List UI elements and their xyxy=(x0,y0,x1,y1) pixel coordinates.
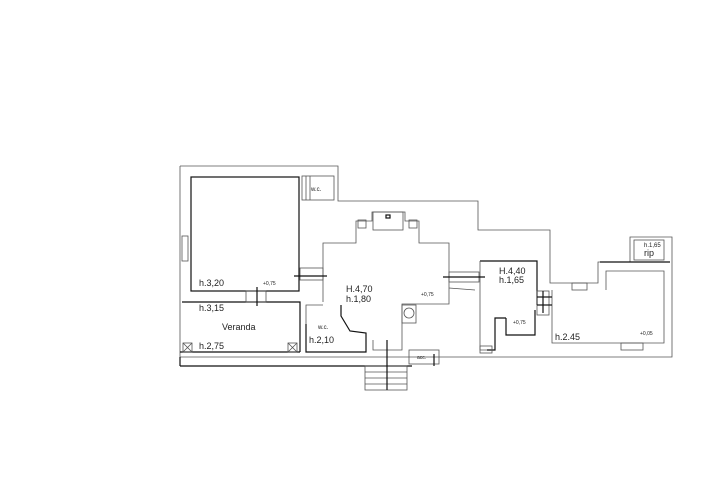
hall-level: +0,75 xyxy=(421,292,434,298)
storage-height: h.1,65 xyxy=(644,243,661,249)
room-mid-level: +0,75 xyxy=(513,320,526,326)
veranda-top-height: h.3,15 xyxy=(199,303,224,313)
labels: w.c. h.3,20 +0,75 h.3,15 Veranda h.2,75 … xyxy=(199,187,661,361)
wc-top-label: w.c. xyxy=(310,187,322,193)
wc-bottom-label: w.c. xyxy=(317,325,329,331)
storage-name: rip xyxy=(644,248,654,258)
room-mid-height-max: H.4,40 xyxy=(499,266,526,276)
entrance-label: acc. xyxy=(417,355,426,361)
walls xyxy=(179,165,673,391)
hall-height-max: H.4,70 xyxy=(346,284,373,294)
veranda-bottom-height: h.2,75 xyxy=(199,341,224,351)
veranda-name: Veranda xyxy=(222,322,256,332)
room-right-height: h.2.45 xyxy=(555,332,580,342)
hall-height-min: h.1,80 xyxy=(346,294,371,304)
room-left-level: +0,75 xyxy=(263,281,276,287)
room-mid-height-min: h.1,65 xyxy=(499,275,524,285)
wc-bottom-height: h.2,10 xyxy=(309,335,334,345)
room-left-height: h.3,20 xyxy=(199,278,224,288)
room-right-level: +0,05 xyxy=(640,331,653,337)
